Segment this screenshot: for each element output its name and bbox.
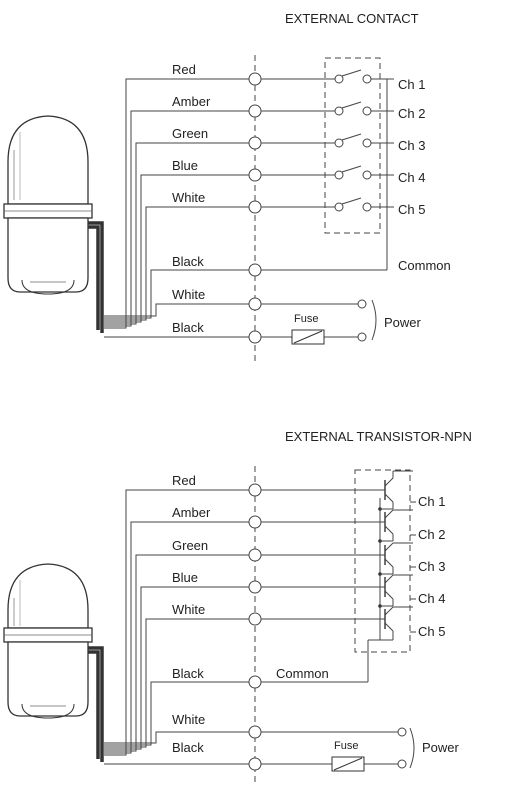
switch-ch1 xyxy=(334,69,372,84)
common-label-1: Common xyxy=(398,258,451,273)
diagram-1-title: EXTERNAL CONTACT xyxy=(285,11,419,26)
wire-label-green: Green xyxy=(172,126,208,141)
wire-label-red: Red xyxy=(172,62,196,77)
beacon-lamp-2 xyxy=(3,563,93,719)
contact-switches-1 xyxy=(334,69,372,212)
wire-label-white-power-2: White xyxy=(172,712,205,727)
channel-label-ch4-2: Ch 4 xyxy=(418,591,445,606)
channel-label-ch3: Ch 3 xyxy=(398,138,425,153)
switch-ch3 xyxy=(334,133,372,148)
channel-labels-1: Ch 1 Ch 2 Ch 3 Ch 4 Ch 5 xyxy=(398,77,425,217)
power-terminal-1a xyxy=(357,299,367,309)
transistor-wiring-2 xyxy=(255,489,398,765)
channel-label-ch1: Ch 1 xyxy=(398,77,425,92)
wire-label-blue: Blue xyxy=(172,158,198,173)
wire-label-black-2: Black xyxy=(172,666,204,681)
power-brace-2 xyxy=(409,727,415,769)
switch-ch5 xyxy=(334,197,372,212)
wire-label-green-2: Green xyxy=(172,538,208,553)
transistor-ch3 xyxy=(376,542,413,576)
transistor-box-2 xyxy=(354,469,411,653)
wire-label-amber-2: Amber xyxy=(172,505,211,520)
wires-1 xyxy=(104,78,255,338)
fuse-1 xyxy=(291,329,325,345)
terminals-1 xyxy=(248,72,262,344)
wire-label-white-2: White xyxy=(172,602,205,617)
diagram-external-transistor-npn: EXTERNAL TRANSISTOR-NPN xyxy=(3,429,472,782)
channel-labels-2: Ch 1 Ch 2 Ch 3 Ch 4 Ch 5 xyxy=(418,494,445,639)
diagram-2-title: EXTERNAL TRANSISTOR-NPN xyxy=(285,429,472,444)
wire-label-white-power: White xyxy=(172,287,205,302)
fuse-label-2: Fuse xyxy=(334,740,358,752)
switch-ch2 xyxy=(334,101,372,116)
channel-label-ch3-2: Ch 3 xyxy=(418,559,445,574)
wire-labels-2: Red Amber Green Blue White Black White B… xyxy=(172,473,211,755)
wire-label-red-2: Red xyxy=(172,473,196,488)
transistor-ch5 xyxy=(376,606,413,641)
channel-label-ch5: Ch 5 xyxy=(398,202,425,217)
terminals-2 xyxy=(248,483,262,771)
channel-label-ch1-2: Ch 1 xyxy=(418,494,445,509)
channel-label-ch5-2: Ch 5 xyxy=(418,624,445,639)
power-label-1: Power xyxy=(384,315,422,330)
transistor-ch2 xyxy=(376,509,413,543)
switch-ch4 xyxy=(334,165,372,180)
channel-leads-2 xyxy=(410,501,416,633)
wire-label-blue-2: Blue xyxy=(172,570,198,585)
contact-box-1 xyxy=(324,57,381,234)
power-terminal-2a xyxy=(397,727,407,737)
power-label-2: Power xyxy=(422,740,460,755)
channel-label-ch2-2: Ch 2 xyxy=(418,527,445,542)
power-terminal-1b xyxy=(357,332,367,342)
wire-labels-1: Red Amber Green Blue White Black White B… xyxy=(172,62,211,335)
wire-label-white: White xyxy=(172,190,205,205)
fuse-2 xyxy=(331,756,365,772)
wires-2 xyxy=(104,489,255,765)
transistor-ch4 xyxy=(376,574,413,608)
power-terminal-2b xyxy=(397,759,407,769)
npn-transistors-2 xyxy=(376,470,413,641)
wire-label-black: Black xyxy=(172,254,204,269)
wire-label-black-power-2: Black xyxy=(172,740,204,755)
power-brace-1 xyxy=(371,299,377,341)
wire-label-black-power: Black xyxy=(172,320,204,335)
diagram-external-contact: EXTERNAL CONTACT Red xyxy=(3,11,451,365)
channel-label-ch4: Ch 4 xyxy=(398,170,425,185)
channel-label-ch2: Ch 2 xyxy=(398,106,425,121)
wire-label-amber: Amber xyxy=(172,94,211,109)
contact-wiring-1 xyxy=(255,78,394,338)
transistor-ch1 xyxy=(376,470,413,511)
fuse-label-1: Fuse xyxy=(294,313,318,325)
beacon-lamp-1 xyxy=(3,115,93,295)
common-label-2: Common xyxy=(276,666,329,681)
